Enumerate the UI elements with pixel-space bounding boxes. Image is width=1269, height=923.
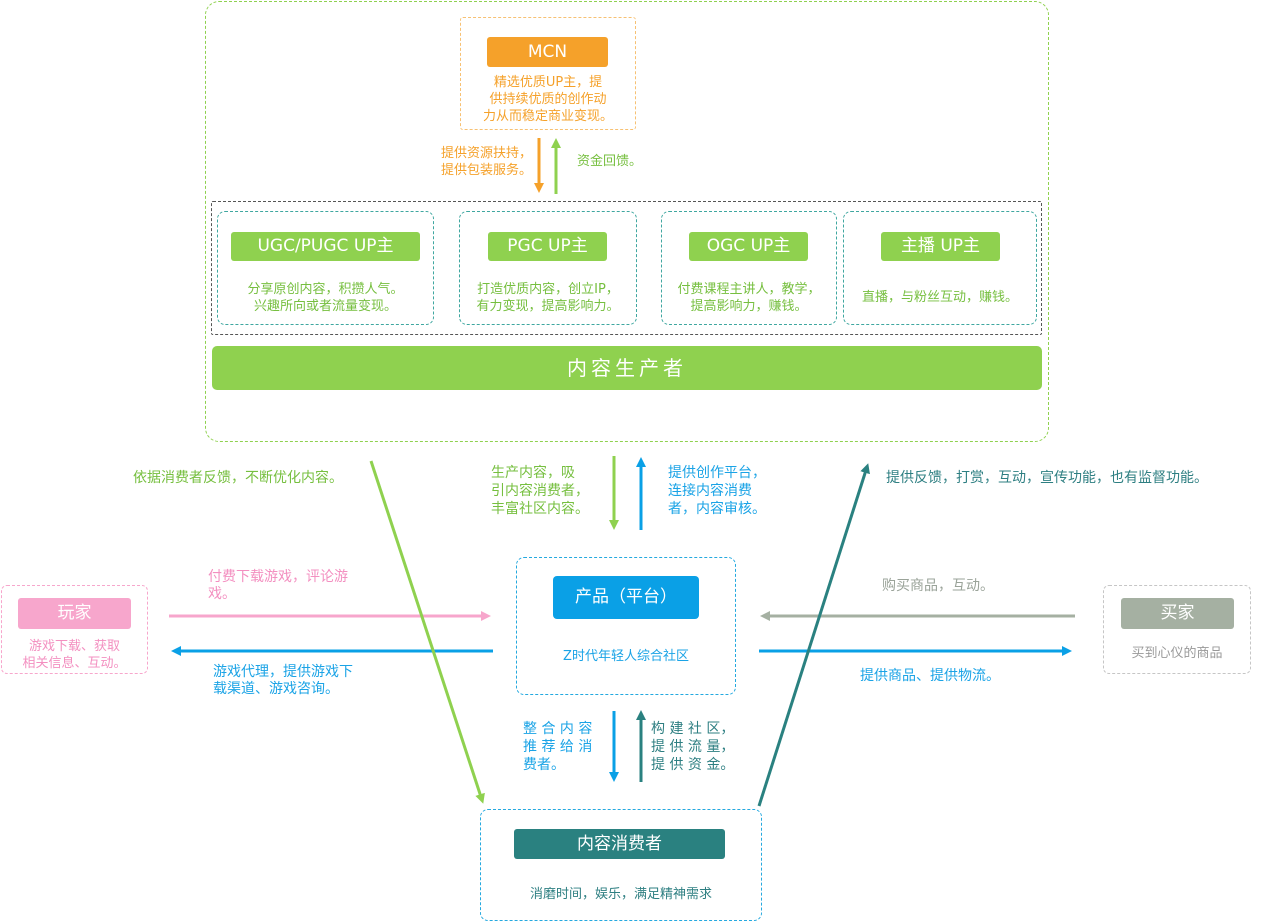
producer-bar: 内容生产者	[212, 346, 1042, 390]
producer-title-streamer: 主播 UP主	[881, 232, 1000, 261]
producer-desc-ogc: 付费课程主讲人，教学， 提高影响力，赚钱。	[677, 282, 821, 314]
mcn-desc: 精选优质UP主，提 供持续优质的创作动 力从而稳定商业变现。	[482, 75, 613, 124]
platform-up-label: 提供创作平台， 连接内容消费 者，内容审核。	[668, 465, 766, 517]
producer-card-ogc	[661, 211, 837, 325]
producer-desc-ugc: 分享原创内容，积攒人气。 兴趣所向或者流量变现。	[247, 282, 404, 314]
platform-box	[516, 557, 736, 695]
platform-title: 产品（平台）	[553, 576, 699, 619]
producers-group	[211, 201, 1042, 335]
mcn-title: MCN	[487, 37, 608, 67]
player-title: 玩家	[18, 598, 131, 629]
producer-card-streamer	[843, 211, 1037, 325]
producer-region	[205, 1, 1049, 442]
player-from-platform-label: 游戏代理，提供游戏下 载渠道、游戏咨询。	[213, 664, 353, 697]
left-diagonal-label: 依据消费者反馈，不断优化内容。	[133, 470, 343, 486]
platform-down-label: 生产内容，吸 引内容消费者， 丰富社区内容。	[491, 465, 589, 517]
producer-desc-pgc: 打造优质内容，创立IP， 有力变现，提高影响力。	[476, 282, 620, 314]
producer-card-ugc	[217, 211, 434, 325]
arrow-producer-to-consumer-diagonal	[369, 460, 485, 804]
producer-title-pgc: PGC UP主	[488, 232, 607, 261]
buyer-desc: 买到心仪的商品	[1131, 646, 1223, 661]
arrow-consumer-to-producer-diagonal	[757, 463, 870, 807]
mcn-down-label: 提供资源扶持， 提供包装服务。	[440, 146, 532, 178]
consumer-up-label: 构 建 社 区， 提 供 流 量， 提 供 资 金。	[651, 721, 735, 773]
mcn-box	[460, 17, 636, 130]
player-to-platform-label: 付费下载游戏，评论游 戏。	[208, 569, 348, 602]
platform-desc: Z时代年轻人综合社区	[563, 649, 689, 664]
buyer-title: 买家	[1121, 598, 1234, 629]
producer-desc-streamer: 直播，与粉丝互动，赚钱。	[861, 290, 1018, 305]
consumer-box	[480, 809, 762, 921]
producer-title-ugc: UGC/PUGC UP主	[231, 232, 420, 261]
player-desc: 游戏下载、获取 相关信息、互动。	[22, 639, 127, 671]
consumer-desc: 消磨时间，娱乐，满足精神需求	[529, 887, 712, 902]
consumer-down-label: 整 合 内 容 推 荐 给 消 费者。	[523, 721, 593, 773]
player-box	[1, 585, 148, 674]
mcn-up-label: 资金回馈。	[577, 154, 643, 169]
buyer-to-platform-label: 购买商品，互动。	[882, 578, 994, 594]
consumer-title: 内容消费者	[514, 829, 725, 859]
producer-title-ogc: OGC UP主	[689, 232, 808, 261]
right-diagonal-label: 提供反馈，打赏，互动，宣传功能，也有监督功能。	[886, 470, 1208, 486]
buyer-from-platform-label: 提供商品、提供物流。	[860, 668, 1000, 684]
buyer-box	[1103, 585, 1251, 674]
producer-card-pgc	[459, 211, 637, 325]
